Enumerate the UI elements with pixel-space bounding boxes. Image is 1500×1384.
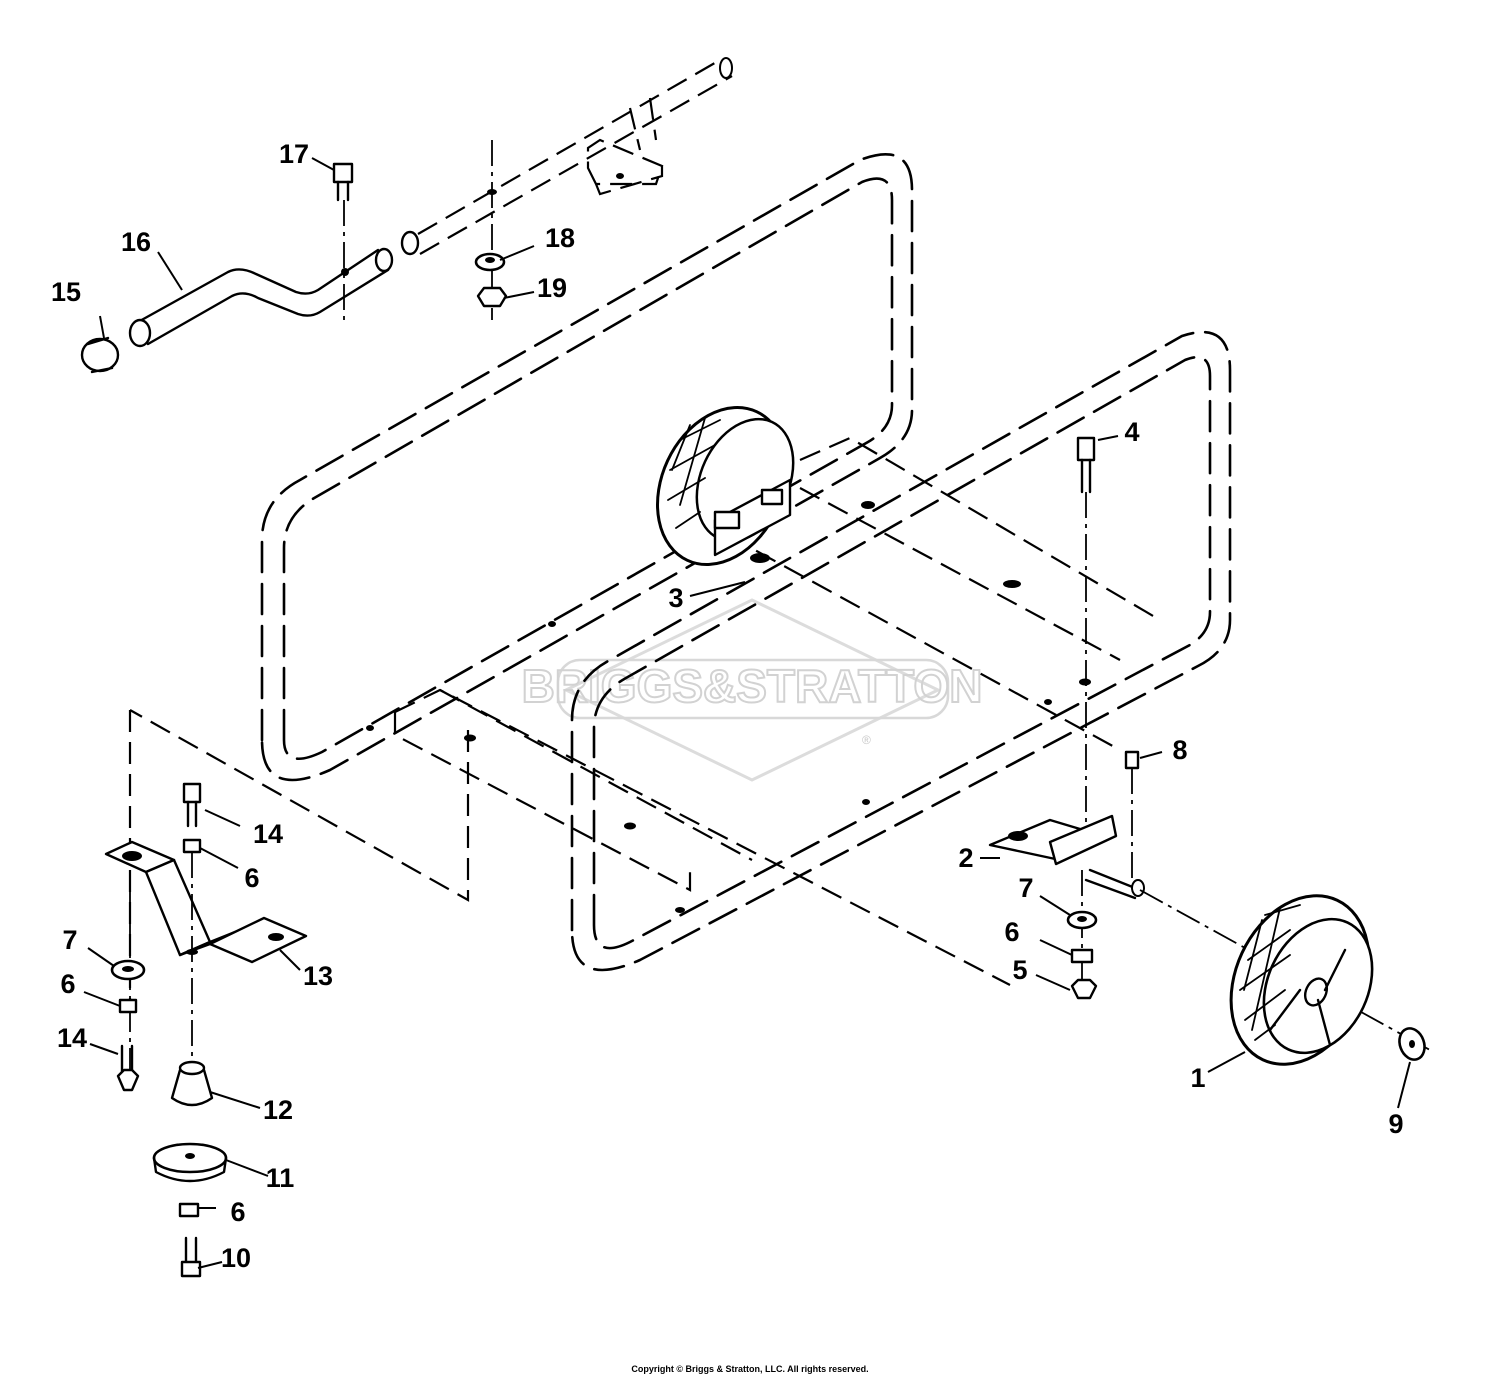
callout-17[interactable]: 17 — [279, 139, 309, 169]
callout-19[interactable]: 19 — [537, 273, 567, 303]
callout-6-right[interactable]: 6 — [1004, 917, 1019, 947]
callout-7-left[interactable]: 7 — [62, 925, 77, 955]
callout-8[interactable]: 8 — [1172, 735, 1187, 765]
leader-lines — [83, 157, 1411, 1269]
right-fasteners — [1066, 870, 1098, 1000]
callout-18[interactable]: 18 — [545, 223, 575, 253]
callout-6-left[interactable]: 6 — [60, 969, 75, 999]
callout-16[interactable]: 16 — [121, 227, 151, 257]
callout-9[interactable]: 9 — [1388, 1109, 1403, 1139]
rubber-mount — [170, 1060, 214, 1107]
callout-4[interactable]: 4 — [1124, 417, 1139, 447]
frame-front-loop — [570, 330, 1232, 972]
callout-7-right[interactable]: 7 — [1018, 873, 1033, 903]
callout-3[interactable]: 3 — [668, 583, 683, 613]
callout-1[interactable]: 1 — [1190, 1063, 1205, 1093]
foot-fasteners-left — [110, 880, 146, 1092]
watermark-registered-mark: ® — [862, 733, 871, 747]
wheel — [1229, 894, 1374, 1066]
callout-6-lower[interactable]: 6 — [230, 1197, 245, 1227]
frame-bolt-right — [1076, 436, 1096, 850]
rear-wheel-assembly — [656, 405, 795, 567]
mount-base — [152, 1142, 228, 1183]
callout-10[interactable]: 10 — [221, 1243, 251, 1273]
handle-cap — [80, 336, 120, 374]
foot-bracket — [104, 840, 308, 964]
callout-2[interactable]: 2 — [958, 843, 973, 873]
callout-12[interactable]: 12 — [263, 1095, 293, 1125]
watermark-brand-text: BRIGGS&STRATTON — [522, 660, 983, 712]
callout-14-lower[interactable]: 14 — [57, 1023, 87, 1053]
callout-13[interactable]: 13 — [303, 961, 333, 991]
callout-15[interactable]: 15 — [51, 277, 81, 307]
foot-bolt-upper — [182, 782, 202, 1070]
handle-assembly — [128, 57, 733, 348]
axle-bracket — [988, 750, 1431, 1051]
frame-rear-loop — [260, 153, 914, 782]
callout-5[interactable]: 5 — [1012, 955, 1027, 985]
mount-bolt-lower — [178, 1202, 202, 1278]
callout-6-upper-bracket[interactable]: 6 — [244, 863, 259, 893]
handle-bolt — [332, 162, 354, 320]
brand-watermark: BRIGGS&STRATTON ® — [521, 598, 983, 782]
copyright-notice: Copyright © Briggs & Stratton, LLC. All … — [631, 1364, 869, 1374]
handle-washer-and-nut — [474, 140, 508, 320]
wheel-washer — [1398, 1027, 1426, 1061]
callout-labels: 1 2 3 4 5 6 6 6 6 7 7 8 9 10 11 12 13 14… — [51, 139, 1404, 1273]
callout-14-upper[interactable]: 14 — [253, 819, 283, 849]
callout-11[interactable]: 11 — [266, 1163, 295, 1193]
